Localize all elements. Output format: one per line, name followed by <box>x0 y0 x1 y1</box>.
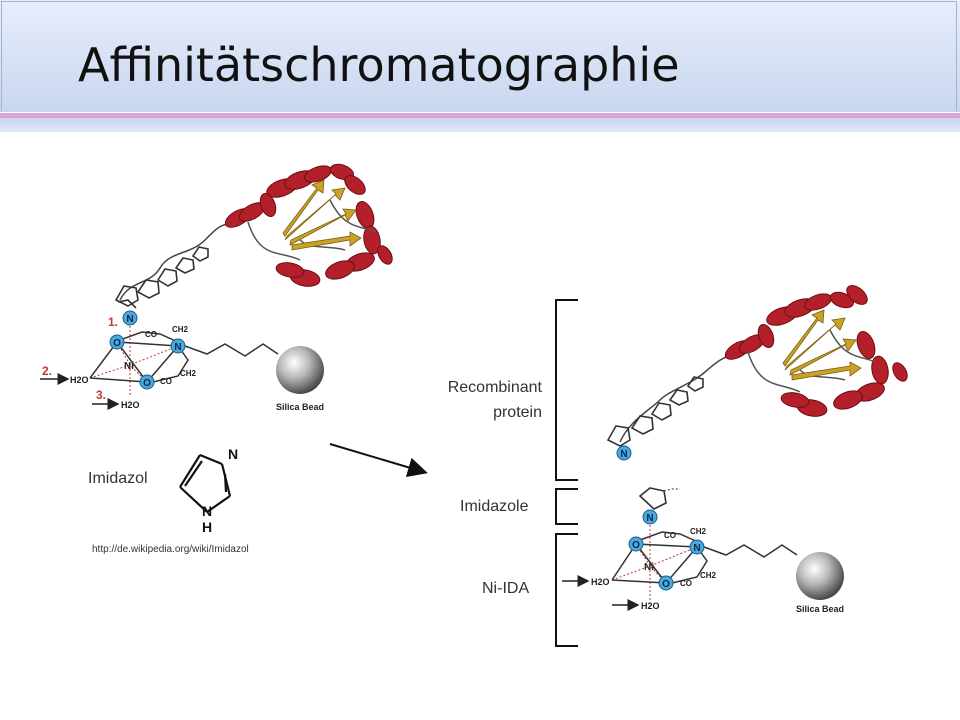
divider-pink <box>0 113 960 118</box>
atom-n-right-right: N <box>693 543 700 554</box>
title-banner <box>0 0 960 112</box>
ni-complex-left: N O N O Ni CO CH2 CH2 CO 1. 2. 3. H2O H2… <box>40 299 324 412</box>
label-ni-ida: Ni-IDA <box>482 580 530 597</box>
step-2-label: 2. <box>42 364 52 378</box>
bracket-recombinant <box>555 299 578 481</box>
bracket-niida <box>555 533 578 647</box>
divider-blue <box>0 118 960 132</box>
ni-complex-right: N O N O Ni CO CH2 CH2 CO H2O H2O Silica … <box>562 487 844 614</box>
atom-ni-right: Ni <box>644 562 654 573</box>
label-ch2-2-right: CH2 <box>700 571 717 580</box>
label-ch2-2: CH2 <box>180 369 197 378</box>
brackets <box>555 299 578 647</box>
transition-arrow <box>329 443 428 478</box>
silica-bead-right <box>796 552 844 600</box>
water-label-2: H2O <box>121 400 140 410</box>
label-ch2-1-right: CH2 <box>690 527 707 536</box>
atom-o-bottom-right: O <box>662 579 670 590</box>
protein-left <box>114 163 393 307</box>
slide-title: Affinitätschromatographie <box>78 38 680 92</box>
label-imidazole: Imidazole <box>460 498 529 515</box>
label-ch2-1: CH2 <box>172 325 189 334</box>
silica-bead-label-right: Silica Bead <box>796 604 844 614</box>
title-banner-frame <box>1 1 957 111</box>
atom-n-imidazole-right: N <box>646 513 653 524</box>
imidazol-label: Imidazol <box>88 470 148 487</box>
source-url: http://de.wikipedia.org/wiki/Imidazol <box>92 544 249 555</box>
label-recombinant-protein: Recombinant protein <box>447 379 542 421</box>
atom-o-left-right: O <box>632 540 640 551</box>
label-co-1-right: CO <box>664 531 676 540</box>
protein-right: N <box>606 285 908 461</box>
atom-ni: Ni <box>124 361 134 372</box>
imidazol-atom-nh-h: H <box>202 519 212 535</box>
atom-n-his-right: N <box>620 449 627 460</box>
imidazol-atom-n: N <box>228 446 238 462</box>
water-label-2-right: H2O <box>641 601 660 611</box>
imidazol-structure <box>179 453 232 513</box>
atom-o-left: O <box>113 338 121 349</box>
atom-o-bottom: O <box>143 378 151 389</box>
silica-bead-left <box>276 346 324 394</box>
step-1-label: 1. <box>108 315 118 329</box>
label-co-2-right: CO <box>680 579 692 588</box>
water-label-1: H2O <box>70 375 89 385</box>
water-label-1-right: H2O <box>591 577 610 587</box>
bracket-imidazole <box>555 488 578 525</box>
imidazol-atom-nh-n: N <box>202 503 212 519</box>
silica-bead-label-left: Silica Bead <box>276 402 324 412</box>
label-co-2: CO <box>160 377 172 386</box>
atom-n-top: N <box>126 314 133 325</box>
label-co-1: CO <box>145 330 157 339</box>
step-3-label: 3. <box>96 388 106 402</box>
atom-n-right: N <box>174 342 181 353</box>
